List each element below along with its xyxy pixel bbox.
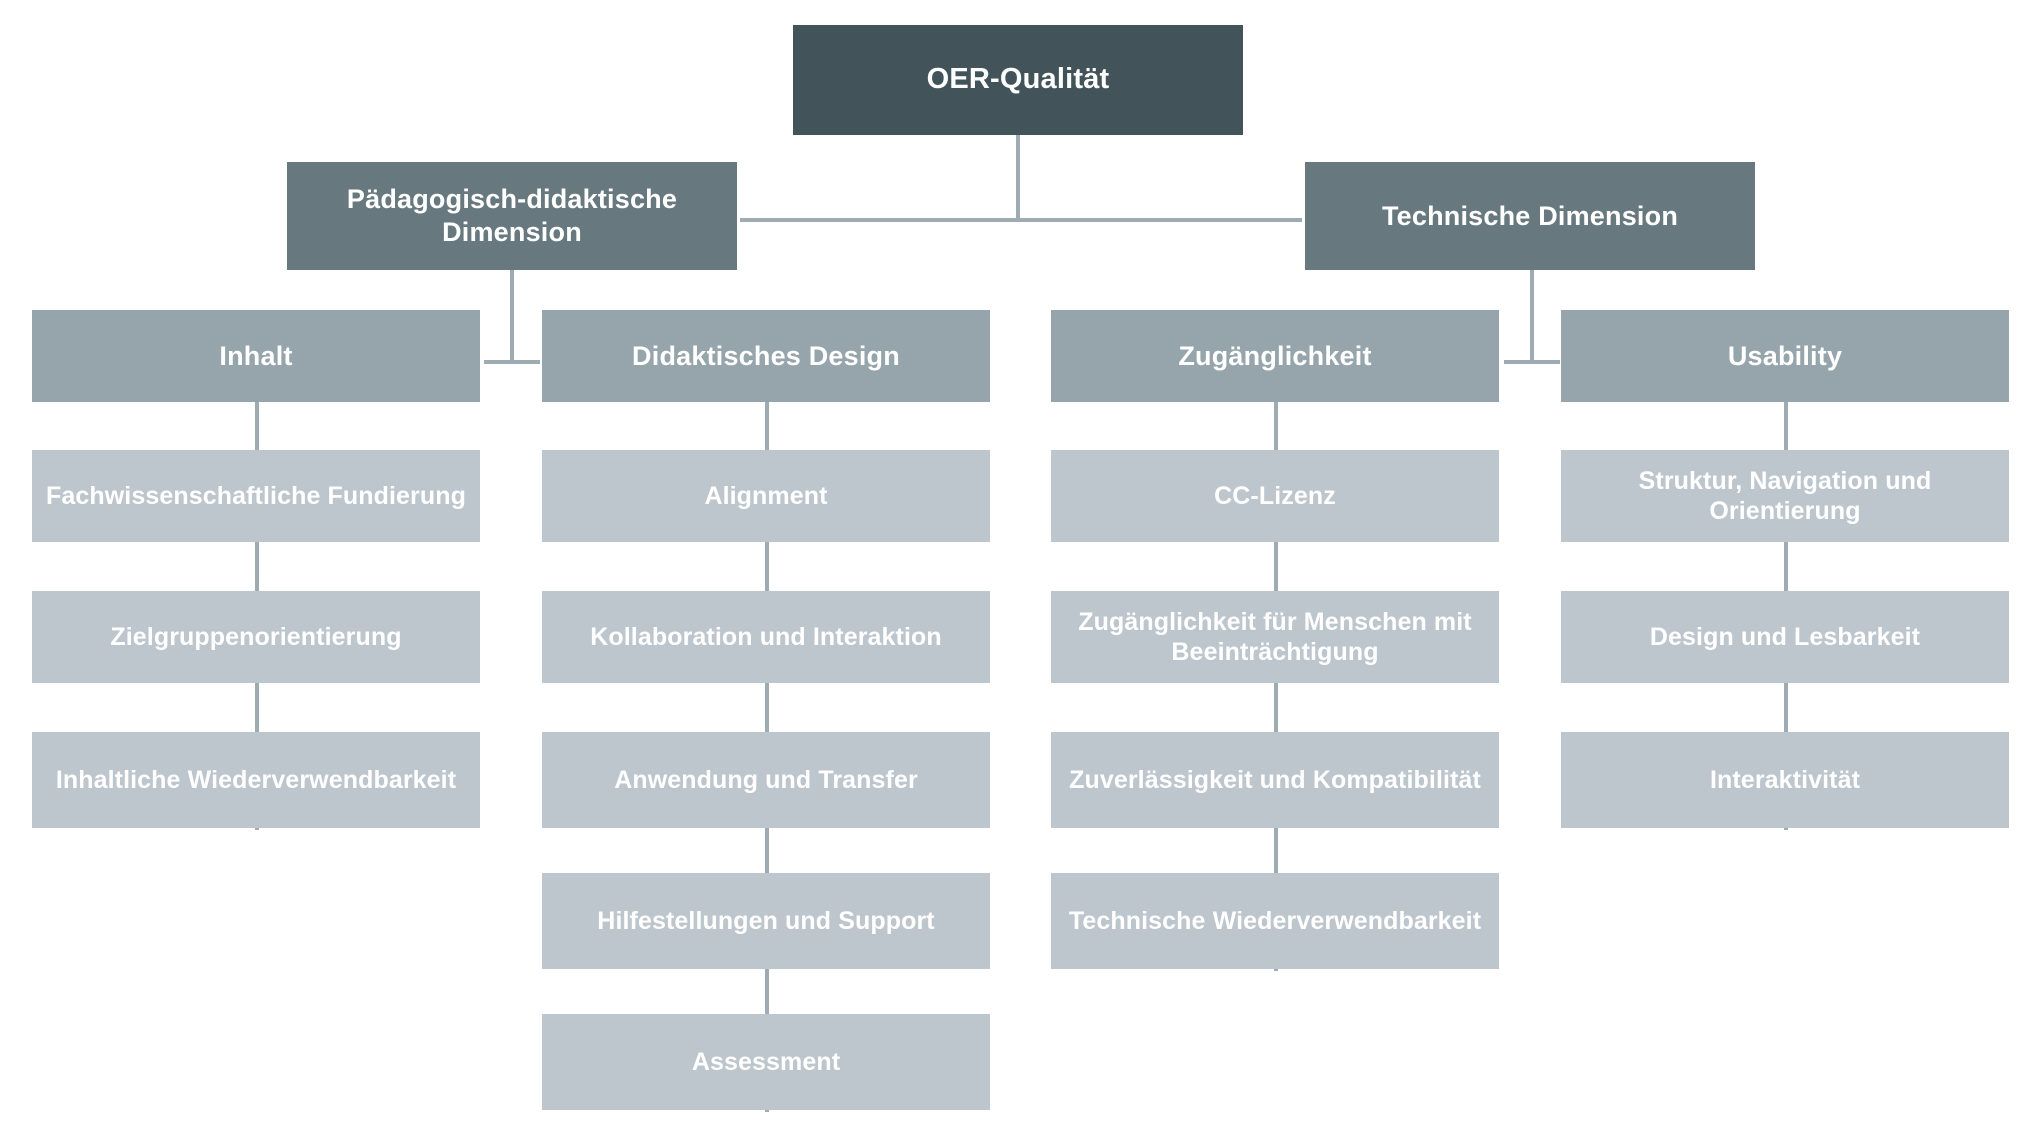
node-leaf-col1-item1[interactable]: Fachwissenschaftliche Fundierung — [32, 450, 480, 542]
node-leaf-col2-item4[interactable]: Hilfestellungen und Support — [542, 873, 990, 969]
connector-col3-spine — [1274, 402, 1278, 971]
node-root-oer-qualitaet[interactable]: OER-Qualität — [793, 25, 1243, 135]
node-leaf-col2-item1[interactable]: Alignment — [542, 450, 990, 542]
node-category-inhalt[interactable]: Inhalt — [32, 310, 480, 402]
connector-dim-right-vertical — [1530, 268, 1534, 362]
node-leaf-col3-item1[interactable]: CC-Lizenz — [1051, 450, 1499, 542]
connector-dim-right-horizontal — [1504, 360, 1560, 364]
node-leaf-col2-item5[interactable]: Assessment — [542, 1014, 990, 1110]
connector-dim-left-vertical — [510, 268, 514, 362]
node-leaf-col1-item3[interactable]: Inhaltliche Wiederverwendbarkeit — [32, 732, 480, 828]
node-leaf-col3-item3[interactable]: Zuverlässigkeit und Kompatibilität — [1051, 732, 1499, 828]
connector-root-vertical — [1016, 134, 1020, 220]
node-dimension-paedagogisch-didaktisch[interactable]: Pädagogisch-didaktische Dimension — [287, 162, 737, 270]
node-leaf-col3-item2[interactable]: Zugänglichkeit für Menschen mit Beeinträ… — [1051, 591, 1499, 683]
node-category-usability[interactable]: Usability — [1561, 310, 2009, 402]
node-leaf-col3-item4[interactable]: Technische Wiederverwendbarkeit — [1051, 873, 1499, 969]
connector-dim-left-horizontal — [484, 360, 540, 364]
node-leaf-col1-item2[interactable]: Zielgruppenorientierung — [32, 591, 480, 683]
node-category-zugaenglichkeit[interactable]: Zugänglichkeit — [1051, 310, 1499, 402]
node-category-didaktisches-design[interactable]: Didaktisches Design — [542, 310, 990, 402]
node-leaf-col4-item2[interactable]: Design und Lesbarkeit — [1561, 591, 2009, 683]
connector-root-horizontal — [740, 218, 1302, 222]
node-leaf-col4-item3[interactable]: Interaktivität — [1561, 732, 2009, 828]
node-dimension-technisch[interactable]: Technische Dimension — [1305, 162, 1755, 270]
node-leaf-col2-item3[interactable]: Anwendung und Transfer — [542, 732, 990, 828]
node-leaf-col2-item2[interactable]: Kollaboration und Interaktion — [542, 591, 990, 683]
node-leaf-col4-item1[interactable]: Struktur, Navigation und Orientierung — [1561, 450, 2009, 542]
